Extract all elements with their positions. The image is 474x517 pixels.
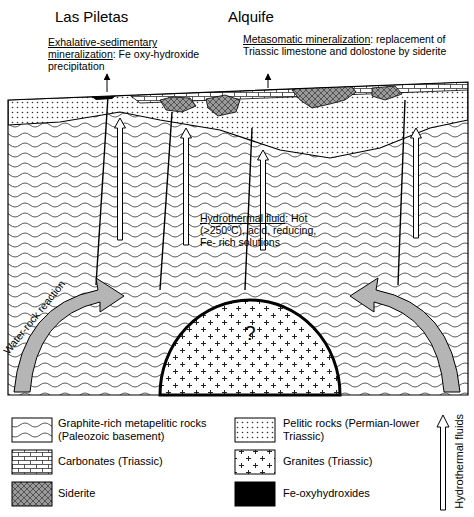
legend-text: Granites (Triassic) (283, 455, 423, 468)
locality-name: Las Piletas (55, 8, 175, 25)
fault-line (245, 128, 252, 290)
basement-bg (8, 80, 468, 396)
basement-metapelite (8, 80, 468, 396)
locality-name: Alquife (228, 8, 318, 25)
query-mark: ? (158, 322, 342, 345)
legend-text: Fe-oxyhydroxides (283, 487, 423, 500)
legend-swatch (12, 482, 52, 506)
legend-swatch (235, 482, 275, 506)
swatch-bg (12, 450, 52, 474)
legend-swatch (235, 418, 275, 442)
fluid-arrow (411, 128, 422, 238)
convection-arrow (14, 278, 124, 392)
annotation-text: Exhalative-sedimentary mineralization: F… (48, 36, 206, 72)
swatch-bg (12, 418, 52, 442)
legend-text: Graphite-rich metapelitic rocks (Paleozo… (58, 417, 233, 442)
swatch-bg (12, 482, 52, 506)
legend-swatch-group (235, 450, 275, 474)
fault-line (398, 100, 405, 285)
siderite-body (372, 86, 402, 100)
pointer-arrow (268, 74, 269, 88)
swatch-bg (235, 450, 275, 474)
granite-dome: ? (158, 298, 342, 395)
legend-fluid-arrow (437, 415, 449, 510)
legend-swatch (235, 450, 275, 474)
fluid-arrow (115, 118, 126, 240)
siderite-body (160, 97, 196, 112)
legend-swatch-group (12, 482, 52, 506)
legend-swatch-group (12, 450, 52, 474)
legend-swatches (12, 418, 275, 506)
fluid-arrow (181, 128, 192, 245)
section-frame (8, 82, 468, 395)
convection-arrow (350, 278, 460, 392)
fault-line (96, 96, 108, 285)
granite-body (160, 300, 340, 395)
legend-swatch-group (235, 482, 275, 506)
legend-swatch-group (235, 418, 275, 442)
dome-outline (158, 298, 342, 395)
legend-text: Siderite (58, 487, 228, 500)
legend-swatch-group (12, 418, 52, 442)
legend-swatch (12, 418, 52, 442)
annotation-text: Hydrothermal fluid: Hot (>250ºC), acid, … (200, 212, 318, 248)
legend-text: Pelitic rocks (Permian-lower Triassic) (283, 417, 423, 442)
legend-text: Hydrothermal fluids (453, 409, 466, 513)
annotation-text: Metasomatic mineralization: replacement … (243, 33, 465, 57)
fault-line (160, 112, 172, 290)
pelitic-layer (8, 82, 468, 158)
section-body (8, 80, 468, 396)
legend-swatch (12, 450, 52, 474)
legend-text: Carbonates (Triassic) (58, 455, 228, 468)
siderite-body (206, 95, 240, 116)
pointer-arrow (107, 74, 108, 92)
swatch-bg (235, 418, 275, 442)
